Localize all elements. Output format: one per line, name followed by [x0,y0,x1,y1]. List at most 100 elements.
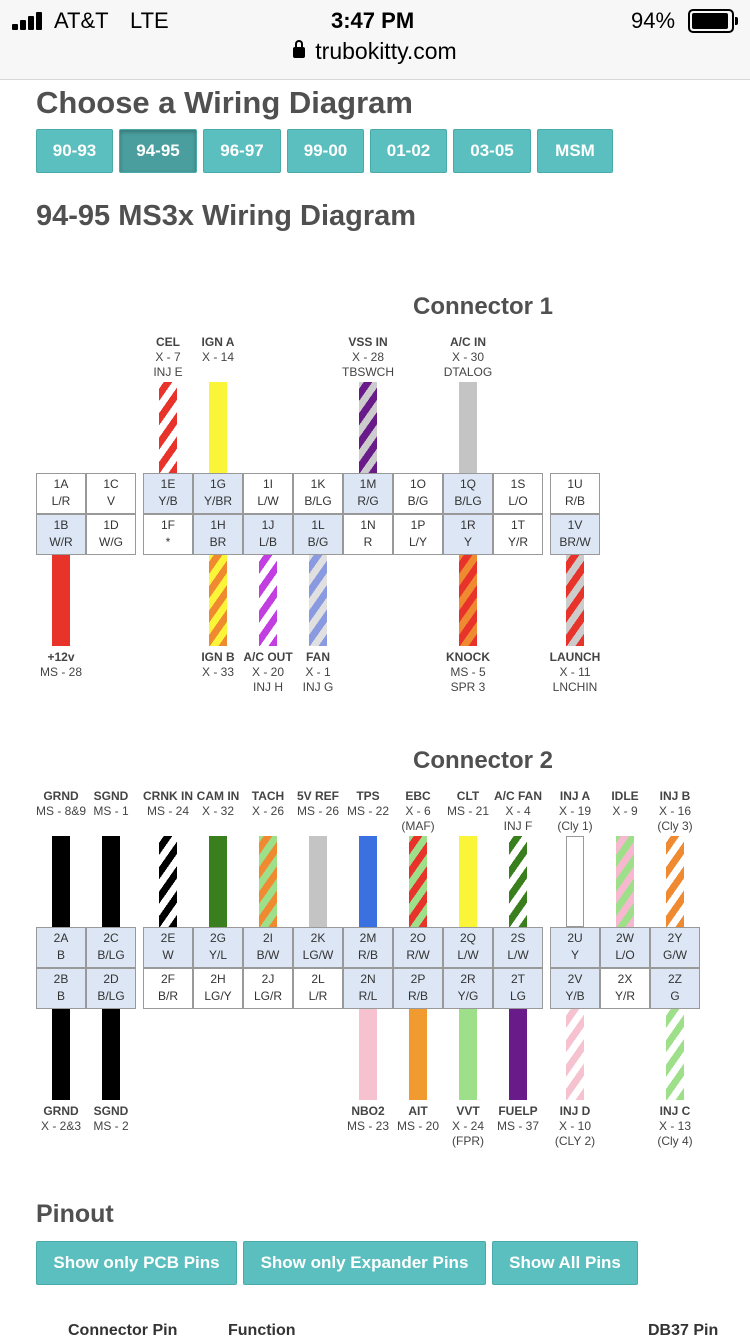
pin-id: 2I [262,931,273,945]
tab-94-95[interactable]: 94-95 [119,129,197,173]
pin-id: 1H [210,518,226,532]
pin-id: 2P [410,972,426,986]
pin-id: 1K [310,477,326,491]
pin-1f: 1F* [143,514,193,555]
show-expander-pins-button[interactable]: Show only Expander Pins [243,1241,486,1285]
pin-code: B/LG [97,989,125,1003]
pin-code: Y/G [457,989,479,1003]
wire-2i [259,836,277,927]
wire-function: FUELP [498,1104,538,1118]
pin-id: 2M [359,931,377,945]
network-label: LTE [130,8,169,33]
wire-function: KNOCK [446,650,490,664]
tab-96-97[interactable]: 96-97 [203,129,281,173]
tab-90-93[interactable]: 90-93 [36,129,113,173]
wire-detail: X - 16 [658,804,691,818]
wire-detail: X - 4 [505,804,531,818]
pin-code: W/R [49,535,73,549]
wire-function: FAN [306,650,330,664]
pin-id: 2V [567,972,583,986]
wire-1m [359,382,377,473]
pin-id: 1M [359,477,377,491]
pin-id: 1E [160,477,176,491]
wire-detail: MS - 23 [346,1119,389,1133]
tab-03-05[interactable]: 03-05 [453,129,531,173]
wire-function: LAUNCH [549,650,601,664]
pin-code: R/W [406,948,430,962]
wire-detail: (FPR) [452,1134,484,1148]
wire-function: A/C FAN [494,789,542,803]
wire-function: VVT [456,1104,480,1118]
wire-1b [52,555,70,646]
show-pcb-pins-button[interactable]: Show only PCB Pins [36,1241,237,1285]
wire-detail: DTALOG [443,365,493,379]
wire-detail: MS - 1 [93,804,129,818]
show-all-pins-button[interactable]: Show All Pins [492,1241,638,1285]
signal-icon [12,12,48,30]
pin-id: 1B [53,518,69,532]
address-bar[interactable]: trubokitty.com [0,38,750,65]
pin-id: 2D [103,972,119,986]
pin-id: 1D [103,518,119,532]
wire-function: CAM IN [196,789,240,803]
wire-2b [52,1009,70,1100]
pin-code: Y [570,948,579,962]
wire-detail: X - 20 [251,665,284,679]
pin-id: 1S [510,477,526,491]
table-header-connector-pin: Connector Pin [68,1322,178,1339]
pin-id: 2X [617,972,633,986]
wire-function: IGN A [201,335,235,349]
wire-2d [102,1009,120,1100]
wire-function: INJ C [659,1104,691,1118]
pin-code: L/R [51,494,71,508]
pin-id: 2F [160,972,175,986]
wire-detail: X - 6 [405,804,431,818]
wire-detail: X - 1 [305,665,331,679]
tab-01-02[interactable]: 01-02 [370,129,447,173]
pin-code: LG/R [253,989,282,1003]
pin-code: B/G [307,535,329,549]
wire-detail: MS - 2 [93,1119,129,1133]
wire-function: A/C IN [450,335,486,349]
pin-id: 1J [261,518,275,532]
wire-2e [159,836,177,927]
wire-function: EBC [405,789,431,803]
pin-id: 2G [209,931,226,945]
pin-code: Y [463,535,472,549]
wire-detail: X - 11 [559,665,591,679]
wire-function: GRND [43,789,79,803]
pin-id: 2R [460,972,476,986]
url-text: trubokitty.com [315,38,457,64]
pin-code: L/B [258,535,277,549]
pin-id: 1N [360,518,376,532]
battery-icon [688,9,738,33]
pin-code: Y/B [158,494,178,508]
pin-2r: 2R Y/G [443,968,493,1009]
pin-code: B/R [157,989,178,1003]
pin-code: G [670,989,680,1003]
tab-msm[interactable]: MSM [537,129,613,173]
wire-2t [509,1009,527,1100]
tab-99-00[interactable]: 99-00 [287,129,364,173]
